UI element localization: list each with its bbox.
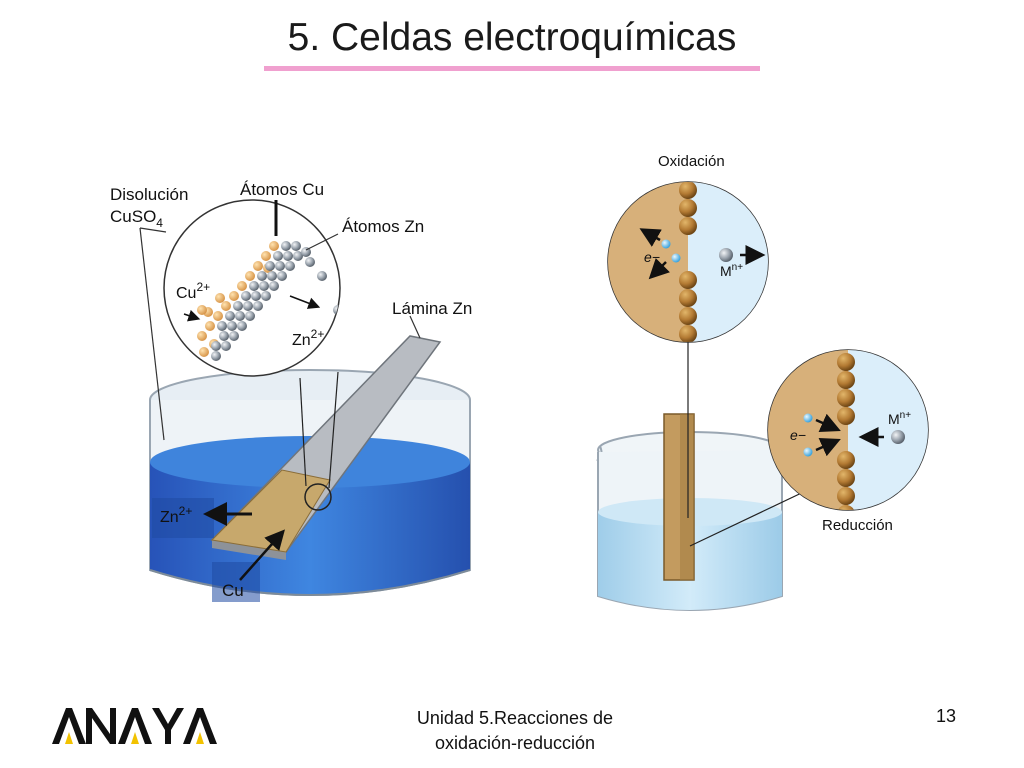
metal-ion-sphere xyxy=(891,430,905,444)
footer-line-1: Unidad 5.Reacciones de xyxy=(416,708,614,728)
electron-dot xyxy=(671,253,681,263)
metal-ion-sphere xyxy=(719,248,733,262)
label-metal-ion-bottom: Mn+ xyxy=(888,410,911,427)
zn-ion xyxy=(305,257,315,267)
label-atomos-zn: Átomos Zn xyxy=(342,217,424,236)
label-zn-ion-beaker: Zn2+ xyxy=(160,504,192,526)
metal-bead-column xyxy=(679,182,697,342)
anaya-logo xyxy=(52,700,217,755)
zn-ion xyxy=(317,271,327,281)
label-electron-bottom: e− xyxy=(790,427,806,443)
label-oxidacion: Oxidación xyxy=(658,153,725,170)
metal-bead-column xyxy=(837,353,855,510)
left-beaker-group xyxy=(149,335,471,602)
slide-title: 5. Celdas electroquímicas xyxy=(287,16,737,59)
footer-unit-title: Unidad 5.Reacciones de oxidación-reducci… xyxy=(390,706,640,756)
page-number: 13 xyxy=(936,706,957,726)
label-reduccion: Reducción xyxy=(822,517,893,534)
zn-ion xyxy=(333,305,340,315)
label-cuso4: CuSO4 xyxy=(110,207,163,230)
reduction-zoom-circle: e− Mn+ xyxy=(767,349,929,511)
anaya-logo-mark xyxy=(52,708,217,744)
cu-ion xyxy=(197,305,207,315)
label-metal-ion-top: Mn+ xyxy=(720,262,743,279)
left-zoom-circle xyxy=(163,199,341,377)
electron-dot xyxy=(803,447,813,457)
cu-ion xyxy=(215,293,225,303)
label-lamina-zn: Lámina Zn xyxy=(392,299,472,318)
cu-arrow xyxy=(239,529,285,581)
label-disolucion: Disolución xyxy=(110,185,188,204)
oxidation-zoom-circle: e− Mn+ xyxy=(607,181,769,343)
electron-dot xyxy=(661,239,671,249)
label-electron-top: e− xyxy=(644,249,660,265)
label-cu-beaker: Cu xyxy=(222,581,244,600)
label-cu-ion: Cu2+ xyxy=(176,280,210,302)
zn-atom-lattice xyxy=(211,241,311,361)
right-beaker-group xyxy=(596,342,813,611)
left-solution xyxy=(150,462,470,595)
label-zn-ion-circle: Zn2+ xyxy=(292,327,324,349)
electron-dot xyxy=(803,413,813,423)
footer-line-2: oxidación-reducción xyxy=(434,733,596,753)
label-atomos-cu: Átomos Cu xyxy=(240,180,324,199)
title-underline xyxy=(264,66,760,71)
magnifier-target xyxy=(304,483,332,511)
